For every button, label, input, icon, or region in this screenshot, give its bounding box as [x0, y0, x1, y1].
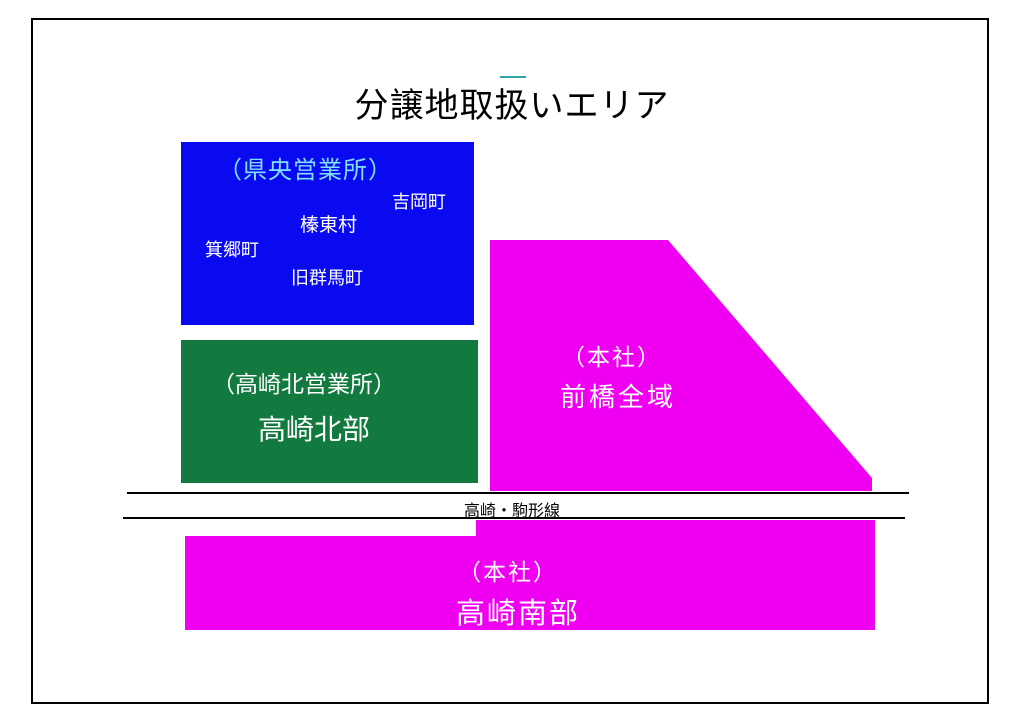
takasaki-north-area — [181, 340, 478, 483]
town-misato: 箕郷町 — [205, 240, 259, 261]
map-title: 分譲地取扱いエリア — [354, 86, 670, 126]
road-line-top — [127, 492, 909, 494]
town-shinto: 榛東村 — [300, 214, 358, 236]
takasaki-north-name: 高崎北部 — [258, 413, 371, 446]
road-label: 高崎・駒形線 — [463, 501, 560, 520]
takasaki-south-area — [185, 520, 875, 630]
town-old-gunma: 旧群馬町 — [291, 268, 363, 289]
road-line-bottom — [123, 517, 905, 519]
takasaki-south-office-label: （本社） — [458, 560, 558, 586]
town-yoshioka: 吉岡町 — [392, 192, 446, 213]
takasaki-north-office-label: （高崎北営業所） — [212, 372, 396, 398]
maebashi-name: 前橋全域 — [560, 383, 677, 413]
kenou-area — [181, 142, 474, 325]
takasaki-south-name: 高崎南部 — [456, 596, 581, 630]
maebashi-area — [490, 240, 872, 491]
title-accent-mark — [500, 76, 526, 78]
maebashi-office-label: （本社） — [562, 345, 662, 371]
kenou-office-label: （県央営業所） — [218, 156, 393, 184]
